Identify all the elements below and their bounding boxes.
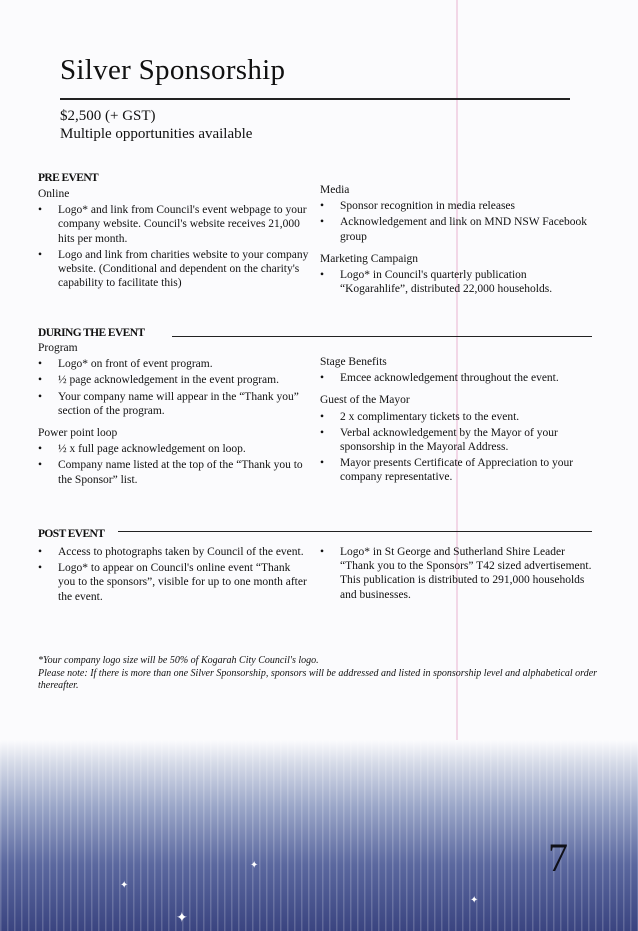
benefit-list: • Emcee acknowledgement throughout the ev… [320,371,592,385]
bullet-icon: • [320,410,325,423]
list-item-text: Logo and link from charities website to … [58,248,309,290]
pre-event-heading: PRE EVENT [38,172,99,184]
post-event-divider [118,531,592,533]
list-item: • Logo* in Council's quarterly publicatio… [320,268,592,296]
decorative-footer-stripes [0,740,638,931]
decorative-footer-band [0,740,638,931]
scan-artifact-line [456,0,458,931]
list-item-text: Emcee acknowledgement throughout the eve… [340,372,559,385]
bullet-icon: • [38,374,43,387]
list-item-text: ½ page acknowledgement in the event prog… [58,374,279,387]
during-event-divider [172,336,592,338]
list-item-text: Verbal acknowledgement by the Mayor of y… [340,426,558,454]
pre-event-left: Online • Logo* and link from Council's eve… [38,187,310,298]
post-event-heading: POST EVENT [38,528,105,540]
list-item: • Verbal acknowledgement by the Mayor of … [320,426,592,454]
list-item: • ½ page acknowledgement in the event pro… [38,373,310,387]
during-event-left: Program • Logo* on front of event program.… [38,341,310,495]
bullet-icon: • [38,390,43,403]
bullet-icon: • [38,546,43,558]
bullet-icon: • [320,457,325,470]
list-item-text: Acknowledgement and link on MND NSW Face… [340,216,587,243]
bullet-icon: • [320,546,325,558]
benefit-list: • 2 x complimentary tickets to the event.… [320,410,592,485]
page-number: 7 [548,835,568,880]
benefit-list: • Logo* in Council's quarterly publicatio… [320,268,592,296]
list-item: • Emcee acknowledgement throughout the ev… [320,371,592,385]
bullet-icon: • [38,562,43,575]
list-item-text: Access to photographs taken by Council o… [58,546,304,558]
list-item: • Acknowledgement and link on MND NSW Fac… [320,215,592,243]
list-item-text: Logo* and link from Council's event webp… [58,204,307,245]
bullet-icon: • [38,204,43,217]
during-event-right: Stage Benefits • Emcee acknowledgement thr… [320,355,592,493]
post-event-left: • Access to photographs taken by Council … [38,545,310,612]
post-event-right: • Logo* in St George and Sutherland Shire… [320,545,592,610]
list-item-text: Company name listed at the top of the “T… [58,459,303,486]
list-item-text: Logo* on front of event program. [58,358,213,371]
list-item: • Logo* and link from Council's event web… [38,203,310,246]
subheading: Stage Benefits [320,356,387,368]
bullet-icon: • [320,372,325,385]
benefit-list: • Logo* and link from Council's event web… [38,203,310,290]
subheading: Power point loop [38,427,118,440]
list-item-text: Mayor presents Certificate of Appreciati… [340,457,574,484]
subheading: Marketing Campaign [320,252,419,265]
title-divider [60,98,570,100]
sparkle-icon: ✦ [250,860,259,871]
subheading: Online [38,188,70,200]
bullet-icon: • [38,443,43,456]
list-item: • Mayor presents Certificate of Appreciat… [320,456,592,484]
benefit-list: •½ x full page acknowledgement on loop.•… [38,442,310,487]
sponsorship-order-note: Please note: If there is more than one S… [38,667,598,692]
bullet-icon: • [38,358,43,371]
list-item-text: Sponsor recognition in media releases [340,200,516,213]
bullet-icon: • [38,459,43,472]
list-item: • ½ x full page acknowledgement on loop. [38,442,310,456]
opportunities-text: Multiple opportunities available [60,126,253,142]
list-item-text: Your company name will appear in the “Th… [58,390,299,417]
list-item: • Sponsor recognition in media releases [320,199,592,213]
benefit-list: • Logo* on front of event program. • ½ page… [38,357,310,418]
bullet-icon: • [320,200,325,213]
list-item: • Company name listed at the top of the “… [38,458,310,486]
list-item-text: ½ x full page acknowledgement on loop. [58,443,246,456]
benefit-list: • Logo* in St George and Sutherland Shire… [320,545,592,602]
sparkle-icon: ✦ [176,911,188,926]
list-item-text: Logo* in St George and Sutherland Shire … [340,546,592,601]
bullet-icon: • [38,248,43,261]
subheading: Program [38,342,78,354]
sparkle-icon: ✦ [470,895,479,906]
list-item: • Logo* in St George and Sutherland Shire… [320,545,592,602]
list-item-text: 2 x complimentary tickets to the event. [340,410,520,423]
bullet-icon: • [320,269,325,282]
subheading: Guest of the Mayor [320,394,410,407]
during-event-heading: DURING THE EVENT [38,327,145,339]
list-item: • Logo* on front of event program. [38,357,310,371]
benefit-list: • Sponsor recognition in media releases • A… [320,199,592,244]
footnotes: *Your company logo size will be 50% of K… [38,655,598,693]
list-item: • Access to photographs taken by Council … [38,545,310,559]
list-item-text: Logo* to appear on Council's online even… [58,562,307,603]
price: $2,500 (+ GST) [60,108,156,124]
benefit-list: • Access to photographs taken by Council … [38,545,310,604]
sparkle-icon: ✦ [120,880,129,891]
list-item: • 2 x complimentary tickets to the event. [320,410,592,424]
bullet-icon: • [320,426,325,439]
list-item: • Your company name will appear in the “T… [38,390,310,418]
list-item: • Logo and link from charities website to… [38,248,310,291]
list-item-text: Logo* in Council's quarterly publication… [340,269,553,296]
pre-event-right: Media • Sponsor recognition in media relea… [320,183,592,304]
list-item: • Logo* to appear on Council's online eve… [38,561,310,604]
bullet-icon: • [320,216,325,229]
logo-size-note: *Your company logo size will be 50% of K… [38,655,319,666]
page-title: Silver Sponsorship [60,54,286,86]
subheading: Media [320,184,350,196]
